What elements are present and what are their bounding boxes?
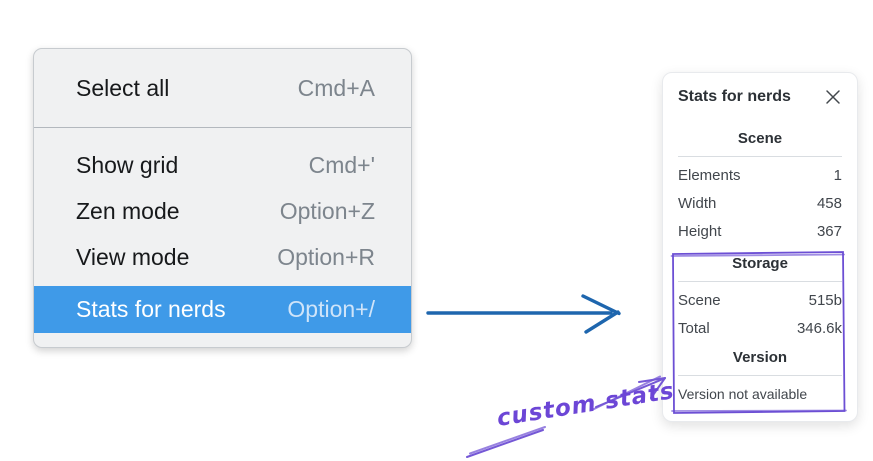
stats-panel-header: Stats for nerds (678, 87, 842, 107)
stat-row-height: Height 367 (678, 217, 842, 245)
annotation-arrow (466, 375, 666, 458)
section-storage: Storage Scene 515b Total 346.6k (678, 254, 842, 342)
menu-item-shortcut: Option+/ (287, 296, 375, 322)
stat-row-elements: Elements 1 (678, 161, 842, 189)
section-divider (678, 375, 842, 376)
stat-value: 367 (816, 222, 842, 240)
stat-label: Width (678, 194, 717, 212)
stat-value: 515b (808, 291, 842, 309)
menu-item-zen-mode[interactable]: Zen mode Option+Z (34, 188, 411, 234)
version-note: Version not available (678, 386, 808, 402)
section-scene: Scene Elements 1 Width 458 Height 367 (678, 129, 842, 245)
stats-panel: Stats for nerds Scene Elements 1 Width 4… (662, 72, 858, 422)
menu-item-shortcut: Option+Z (279, 197, 375, 224)
section-divider (678, 156, 842, 157)
menu-item-show-grid[interactable]: Show grid Cmd+' (34, 142, 411, 188)
stat-row-total-storage: Total 346.6k (678, 314, 842, 342)
stat-label: Height (678, 222, 722, 240)
menu-group: Show grid Cmd+' Zen mode Option+Z View m… (34, 128, 411, 333)
stat-value: 1 (833, 166, 842, 184)
stats-panel-title: Stats for nerds (678, 88, 791, 105)
stat-row-scene-storage: Scene 515b (678, 286, 842, 314)
stat-row-width: Width 458 (678, 189, 842, 217)
close-icon[interactable] (824, 88, 842, 106)
menu-divider (34, 127, 411, 128)
section-version: Version Version not available (678, 348, 842, 408)
section-header: Scene (737, 130, 783, 147)
menu-item-shortcut: Option+R (277, 243, 375, 270)
menu-item-label: Show grid (76, 151, 179, 178)
stat-value: 458 (816, 194, 842, 212)
menu-item-label: Zen mode (76, 197, 180, 224)
menu-item-select-all[interactable]: Select all Cmd+A (34, 49, 411, 127)
context-menu: Select all Cmd+A Show grid Cmd+' Zen mod… (33, 48, 412, 348)
menu-item-label: Select all (76, 74, 170, 101)
stat-value: 346.6k (796, 319, 842, 337)
menu-item-label: Stats for nerds (76, 296, 226, 322)
menu-item-shortcut: Cmd+A (297, 74, 375, 101)
stat-label: Elements (678, 166, 741, 184)
annotation-label: custom stats (495, 378, 677, 432)
menu-item-stats-for-nerds[interactable]: Stats for nerds Option+/ (34, 286, 411, 333)
menu-item-label: View mode (76, 243, 190, 270)
menu-item-shortcut: Cmd+' (308, 151, 375, 178)
section-header: Storage (732, 255, 788, 272)
section-divider (678, 281, 842, 282)
flow-arrow (426, 294, 621, 334)
section-header: Version (732, 349, 788, 366)
menu-item-view-mode[interactable]: View mode Option+R (34, 234, 411, 280)
stat-label: Scene (678, 291, 721, 309)
stat-label: Total (678, 319, 710, 337)
